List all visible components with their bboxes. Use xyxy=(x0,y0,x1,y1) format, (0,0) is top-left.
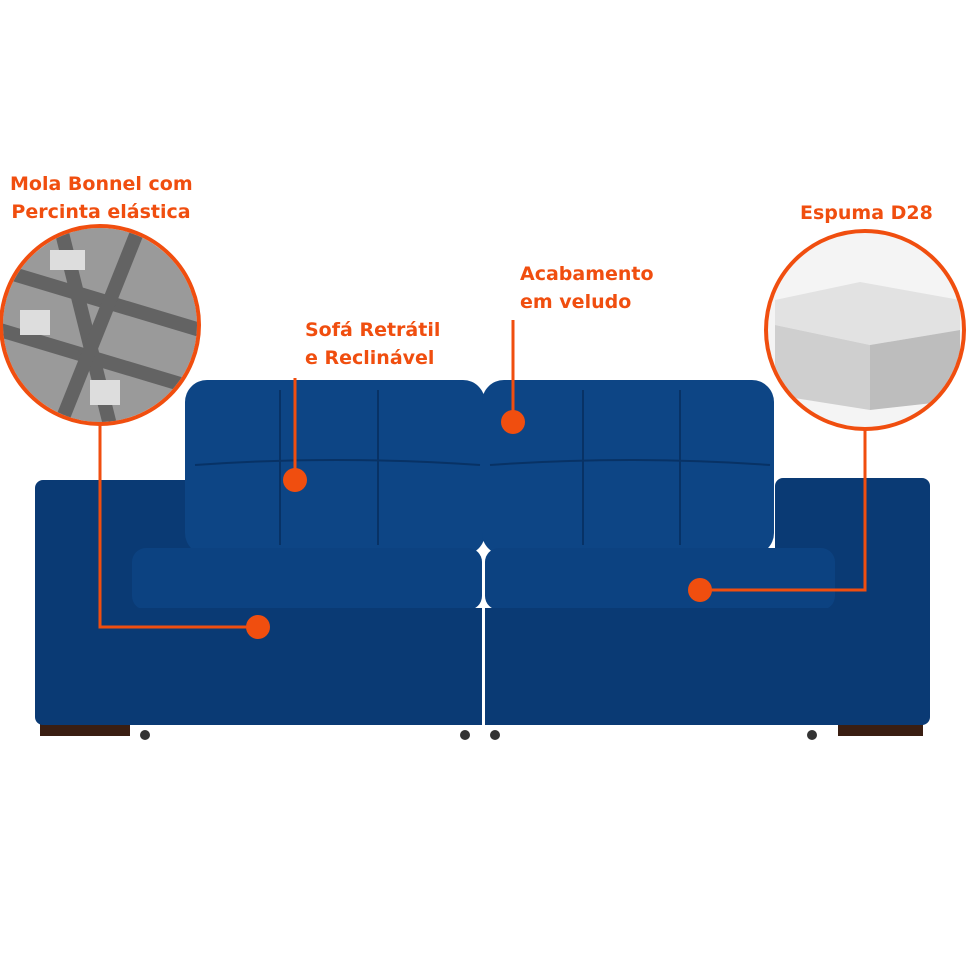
spring-label: Mola Bonnel com Percinta elástica xyxy=(10,170,193,226)
finish-label: Acabamento em veludo xyxy=(520,260,654,316)
spring-label-line1: Mola Bonnel com xyxy=(10,173,193,195)
finish-marker xyxy=(501,410,525,434)
sofa-label-line2: e Reclinável xyxy=(305,347,435,369)
sofa-label: Sofá Retrátil e Reclinável xyxy=(305,316,440,372)
spring-label-line2: Percinta elástica xyxy=(11,201,191,223)
foam-label-line1: Espuma D28 xyxy=(800,202,933,224)
foam-detail-image xyxy=(764,229,966,431)
back-cushion-left xyxy=(185,380,485,555)
finish-label-line1: Acabamento xyxy=(520,263,654,285)
callout-lines xyxy=(98,320,867,629)
foam-label: Espuma D28 xyxy=(800,199,933,227)
base-right xyxy=(485,608,837,725)
seat-left xyxy=(132,548,482,610)
finish-label-line2: em veludo xyxy=(520,291,632,313)
sofa-label-line1: Sofá Retrátil xyxy=(305,319,441,341)
spring-detail-image xyxy=(0,224,201,426)
spring-marker xyxy=(246,615,270,639)
back-cushion-right xyxy=(482,380,774,555)
seat-right xyxy=(485,548,835,610)
sofa-marker xyxy=(283,468,307,492)
sofa-feet xyxy=(40,722,923,740)
foam-marker xyxy=(688,578,712,602)
